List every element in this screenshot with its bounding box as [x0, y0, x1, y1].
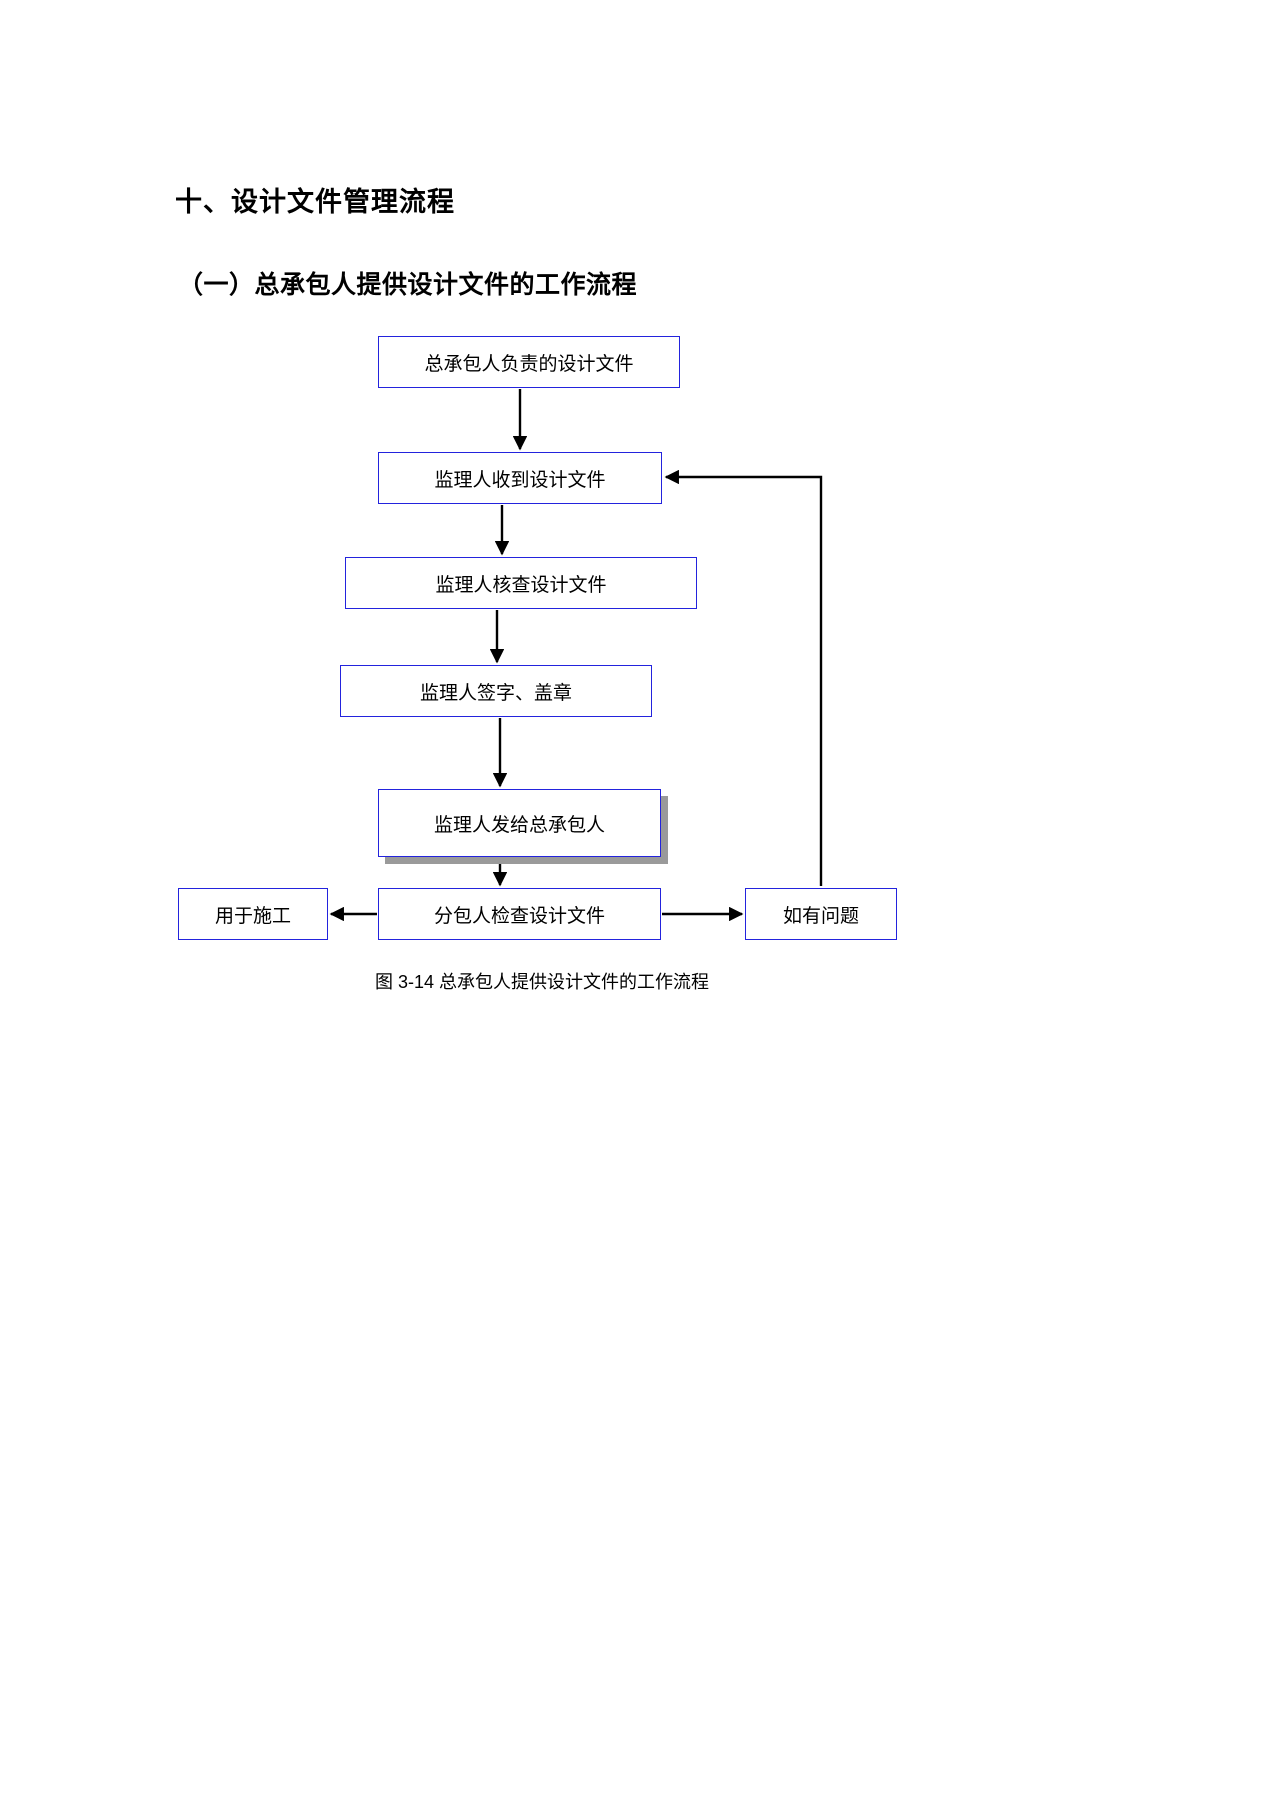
flow-node-supervisor-reviews-docs[interactable]: 监理人核查设计文件: [345, 557, 697, 609]
page-title: 十、设计文件管理流程: [175, 187, 455, 217]
flow-node-general-contractor-design-docs[interactable]: 总承包人负责的设计文件: [378, 336, 680, 388]
flow-node-supervisor-signs-and-stamps[interactable]: 监理人签字、盖章: [340, 665, 652, 717]
flow-node-if-problems[interactable]: 如有问题: [745, 888, 897, 940]
flow-node-supervisor-sends-to-contractor[interactable]: 监理人发给总承包人: [378, 789, 661, 857]
flow-node-subcontractor-checks-docs[interactable]: 分包人检查设计文件: [378, 888, 661, 940]
figure-caption: 图 3-14 总承包人提供设计文件的工作流程: [375, 972, 710, 992]
flow-node-used-for-construction[interactable]: 用于施工: [178, 888, 328, 940]
section-subtitle: （一）总承包人提供设计文件的工作流程: [178, 271, 638, 299]
flow-node-supervisor-receives-docs[interactable]: 监理人收到设计文件: [378, 452, 662, 504]
